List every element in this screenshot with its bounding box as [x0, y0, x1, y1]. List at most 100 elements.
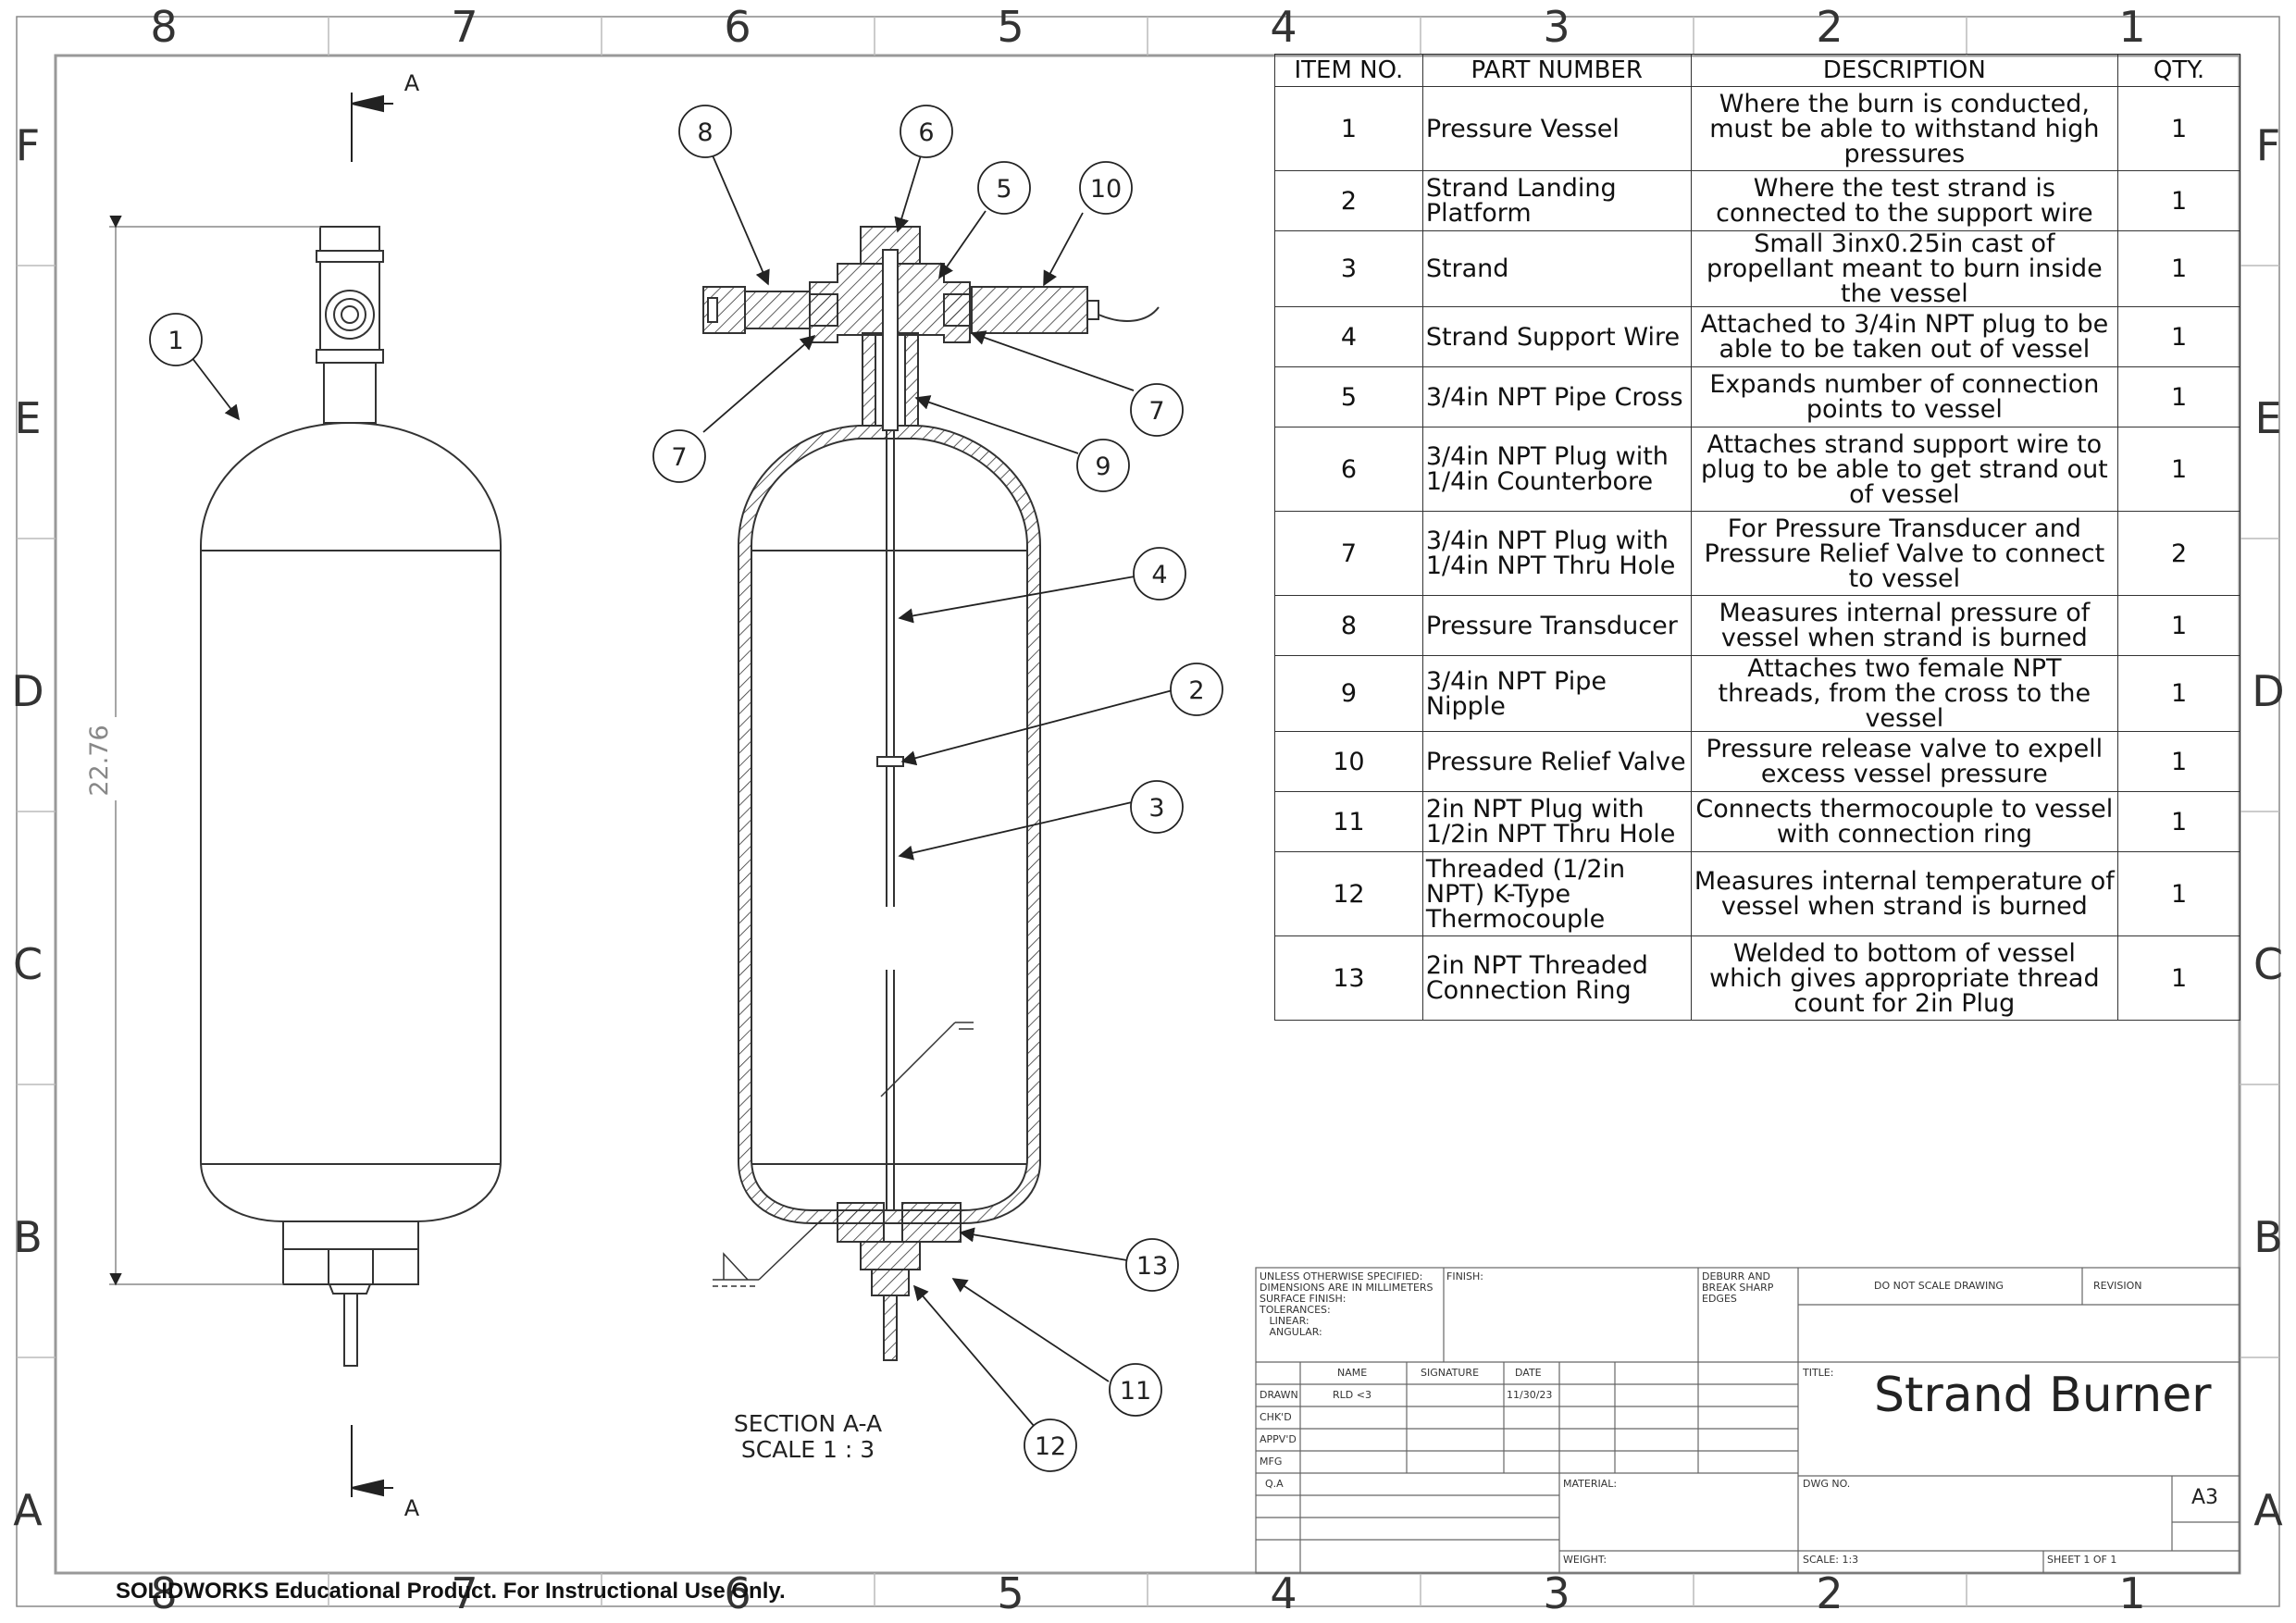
balloon-9: 9 [1076, 439, 1130, 492]
zone-col-top-6: 6 [724, 2, 751, 52]
tb-size: A3 [2191, 1486, 2219, 1509]
bom-item: 10 [1274, 731, 1423, 792]
zone-row-right-A: A [2253, 1485, 2283, 1535]
table-row: 7 3/4in NPT Plug with 1/4in NPT Thru Hol… [1274, 511, 2240, 596]
bom-description: Attaches two female NPT threads, from th… [1690, 655, 2119, 732]
zone-col-top-1: 1 [2118, 2, 2146, 52]
zone-col-top-5: 5 [997, 2, 1024, 52]
bom-item: 3 [1274, 230, 1423, 307]
bom-qty: 1 [2117, 306, 2240, 367]
table-row: 2 Strand Landing Platform Where the test… [1274, 170, 2240, 231]
zone-row-left-C: C [12, 939, 43, 989]
svg-text:11: 11 [1120, 1377, 1151, 1406]
bom-qty: 1 [2117, 731, 2240, 792]
bom-description: Connects thermocouple to vessel with con… [1690, 791, 2119, 852]
zone-col-bottom-7: 7 [451, 1568, 478, 1618]
bom-header-part: PART NUMBER [1421, 54, 1692, 87]
tb-do-not-scale: DO NOT SCALE DRAWING [1874, 1280, 2004, 1292]
zone-col-bottom-5: 5 [997, 1568, 1024, 1618]
bom-qty: 1 [2117, 935, 2240, 1021]
tb-sheet: SHEET 1 OF 1 [2047, 1554, 2117, 1566]
svg-text:6: 6 [918, 118, 934, 147]
tb-finish: FINISH: [1446, 1270, 1484, 1282]
educational-watermark: SOLIDWORKS Educational Product. For Inst… [116, 1579, 786, 1604]
zone-row-right-C: C [2253, 939, 2284, 989]
section-view [702, 226, 1160, 1361]
tb-role-mfg: MFG [1260, 1456, 1283, 1468]
table-row: 4 Strand Support Wire Attached to 3/4in … [1274, 306, 2240, 367]
table-row: 12 Threaded (1/2in NPT) K-Type Thermocou… [1274, 851, 2240, 936]
tb-role-qa: Q.A [1265, 1478, 1284, 1490]
tb-role-chkd: CHK'D [1260, 1411, 1292, 1423]
section-scale: SCALE 1 : 3 [741, 1436, 875, 1463]
zone-row-right-F: F [2255, 120, 2281, 170]
bom-qty: 1 [2117, 366, 2240, 427]
bom-part: 3/4in NPT Pipe Cross [1421, 366, 1692, 427]
bom-part: Pressure Vessel [1421, 86, 1692, 171]
zone-row-right-D: D [2252, 666, 2285, 716]
zone-row-right-B: B [2253, 1212, 2283, 1262]
tb-col-name: NAME [1337, 1367, 1368, 1379]
balloon-13: 13 [1125, 1238, 1179, 1292]
tb-notes: UNLESS OTHERWISE SPECIFIED: DIMENSIONS A… [1260, 1270, 1433, 1338]
vessel-exterior-view [200, 226, 502, 1367]
tb-col-signature: SIGNATURE [1421, 1367, 1480, 1379]
table-row: 5 3/4in NPT Pipe Cross Expands number of… [1274, 366, 2240, 427]
bom-description: Pressure release valve to expell excess … [1690, 731, 2119, 792]
bom-qty: 1 [2117, 427, 2240, 512]
zone-col-bottom-8: 8 [150, 1568, 178, 1618]
zone-col-top-7: 7 [451, 2, 478, 52]
table-row: 6 3/4in NPT Plug with 1/4in Counterbore … [1274, 427, 2240, 512]
tb-dwg-no: DWG NO. [1803, 1478, 1851, 1490]
table-row: 10 Pressure Relief Valve Pressure releas… [1274, 731, 2240, 792]
bom-header-item: ITEM NO. [1274, 54, 1423, 87]
tb-scale: SCALE: 1:3 [1803, 1554, 1859, 1566]
bom-item: 8 [1274, 595, 1423, 656]
bom-description: Attaches strand support wire to plug to … [1690, 427, 2119, 512]
balloon-10: 10 [1079, 161, 1133, 215]
tb-material: MATERIAL: [1563, 1478, 1618, 1490]
bom-part: 3/4in NPT Plug with 1/4in NPT Thru Hole [1421, 511, 1692, 596]
zone-row-left-A: A [13, 1485, 43, 1535]
overall-height-dimension [109, 215, 320, 1286]
balloon-4: 4 [1133, 547, 1186, 601]
bom-part: 2in NPT Plug with 1/2in NPT Thru Hole [1421, 791, 1692, 852]
balloon-11: 11 [1109, 1363, 1162, 1417]
bom-part: Threaded (1/2in NPT) K-Type Thermocouple [1421, 851, 1692, 936]
bom-part: Pressure Relief Valve [1421, 731, 1692, 792]
balloon-7-left: 7 [652, 429, 706, 483]
bom-item: 1 [1274, 86, 1423, 171]
bom-header-description: DESCRIPTION [1690, 54, 2119, 87]
tb-col-date: DATE [1515, 1367, 1542, 1379]
svg-text:7: 7 [671, 443, 687, 472]
zone-col-bottom-6: 6 [724, 1568, 751, 1618]
bom-description: Where the test strand is connected to th… [1690, 170, 2119, 231]
table-row: 1 Pressure Vessel Where the burn is cond… [1274, 86, 2240, 171]
bom-part: 3/4in NPT Plug with 1/4in Counterbore [1421, 427, 1692, 512]
tb-drawn-date: 11/30/23 [1507, 1389, 1553, 1401]
section-title: SECTION A-A [734, 1410, 882, 1437]
section-arrow-top [351, 93, 393, 162]
zone-col-bottom-3: 3 [1543, 1568, 1570, 1618]
zone-row-left-E: E [14, 393, 42, 443]
svg-text:10: 10 [1090, 175, 1122, 204]
section-arrow-bottom-label: A [404, 1495, 420, 1521]
bom-item: 2 [1274, 170, 1423, 231]
zone-col-bottom-4: 4 [1270, 1568, 1297, 1618]
svg-text:8: 8 [697, 118, 713, 147]
bom-qty: 1 [2117, 791, 2240, 852]
tb-deburr: DEBURR AND BREAK SHARP EDGES [1702, 1270, 1774, 1305]
bom-qty: 1 [2117, 595, 2240, 656]
bom-item: 7 [1274, 511, 1423, 596]
svg-text:3: 3 [1148, 794, 1164, 823]
bom-item: 5 [1274, 366, 1423, 427]
section-arrow-top-label: A [404, 70, 420, 96]
bom-item: 6 [1274, 427, 1423, 512]
title-block [1255, 1267, 2240, 1574]
bom-item: 12 [1274, 851, 1423, 936]
tb-revision: REVISION [2093, 1280, 2142, 1292]
svg-text:4: 4 [1151, 561, 1167, 589]
svg-text:9: 9 [1095, 452, 1111, 481]
bom-description: Attached to 3/4in NPT plug to be able to… [1690, 306, 2119, 367]
